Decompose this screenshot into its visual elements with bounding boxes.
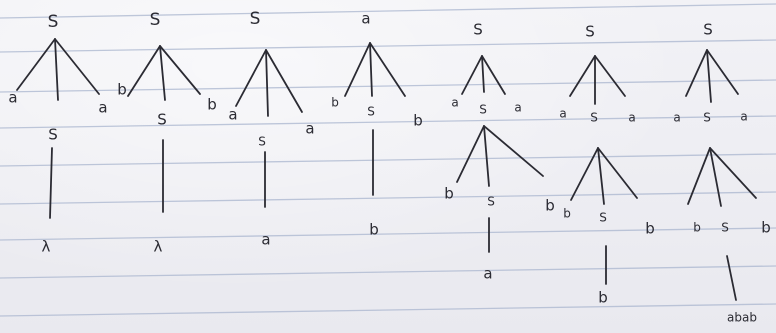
tree-node: b (563, 207, 571, 221)
tree-node: S (599, 211, 607, 225)
ruled-line (0, 265, 776, 279)
tree-edge (127, 45, 161, 97)
tree-edge (265, 49, 269, 117)
tree-node: S (721, 221, 729, 235)
tree-node: S (479, 103, 487, 117)
tree-edge (16, 38, 56, 91)
tree-node: b (761, 219, 771, 237)
ruled-line (0, 39, 776, 53)
tree-edge (265, 49, 303, 113)
parse-tree-7: S a S a b S b abab (673, 21, 770, 325)
parse-tree-3: S a S a a (228, 9, 314, 249)
tree-edge (726, 255, 737, 301)
tree-edge (344, 42, 371, 97)
ruled-line (0, 115, 776, 129)
parse-tree-2: S b S b λ (117, 10, 217, 256)
tree-node-root: S (250, 9, 261, 29)
parse-tree-5: S a S a b S b a (444, 21, 555, 283)
tree-edge (687, 147, 711, 205)
tree-node: b (444, 185, 454, 203)
tree-node: b (693, 221, 701, 235)
tree-edge (481, 55, 485, 93)
tree-edge (597, 147, 605, 205)
parse-tree-1: S a S a λ (8, 12, 107, 256)
tree-edge (54, 38, 59, 101)
parse-tree-4: a b S b b (331, 10, 423, 239)
tree-edge (594, 55, 626, 97)
tree-edge (456, 125, 485, 183)
tree-node: b (645, 220, 655, 238)
tree-node-root: a (361, 10, 370, 28)
tree-node-leaf: λ (42, 238, 51, 256)
tree-node-leaf: b (369, 221, 379, 239)
tree-edge (483, 125, 544, 177)
tree-node-root: S (585, 23, 595, 41)
tree-edge (709, 147, 757, 199)
tree-node: a (514, 101, 521, 115)
tree-edge (481, 55, 506, 95)
tree-node: b (545, 197, 555, 215)
tree-node: S (703, 111, 711, 125)
tree-node-leaf: a (261, 231, 270, 249)
ruled-line (0, 303, 776, 317)
parse-tree-6: S a S a b S b b (559, 23, 654, 307)
tree-edge (54, 38, 100, 95)
tree-edge (159, 45, 166, 101)
tree-node: b (207, 96, 217, 114)
ruled-line (0, 153, 776, 167)
tree-node-leaf: a (483, 265, 492, 283)
tree-node: b (331, 96, 339, 110)
tree-node: a (559, 107, 566, 121)
tree-edge (569, 55, 596, 97)
tree-node-leaf: abab (727, 311, 757, 325)
tree-node: a (740, 110, 747, 124)
tree-node: a (628, 111, 635, 125)
tree-edge (369, 42, 373, 97)
tree-node-root: S (473, 21, 483, 39)
tree-node: S (48, 126, 58, 144)
ruled-line (0, 3, 776, 19)
tree-edge (461, 55, 483, 95)
tree-edge (49, 147, 53, 219)
tree-node: a (305, 120, 314, 138)
tree-node: a (673, 111, 680, 125)
ruled-line (0, 227, 776, 241)
tree-node: a (8, 89, 17, 107)
tree-node: a (228, 106, 237, 124)
tree-node-leaf: b (598, 289, 608, 307)
tree-edge (709, 147, 722, 207)
tree-edge (570, 147, 599, 201)
tree-edge (685, 49, 708, 97)
tree-node: S (590, 111, 598, 125)
tree-node: a (451, 96, 458, 110)
tree-node: a (98, 99, 107, 117)
ruled-line (0, 79, 776, 93)
tree-node: S (367, 105, 375, 119)
tree-edge (483, 125, 490, 187)
tree-edge (597, 147, 638, 199)
tree-edge (706, 49, 712, 103)
tree-node: b (413, 112, 423, 130)
tree-edge (159, 45, 201, 95)
tree-node: S (258, 135, 266, 149)
ruled-line (0, 191, 776, 205)
tree-edge (706, 49, 739, 95)
tree-node: S (487, 195, 495, 209)
tree-edge (369, 42, 406, 97)
tree-node-root: S (150, 10, 161, 30)
tree-node-root: S (48, 12, 59, 32)
tree-node-root: S (703, 21, 713, 39)
tree-node-leaf: λ (154, 238, 163, 256)
tree-node: b (117, 81, 127, 99)
tree-node: S (157, 111, 167, 129)
tree-edge (235, 49, 267, 107)
